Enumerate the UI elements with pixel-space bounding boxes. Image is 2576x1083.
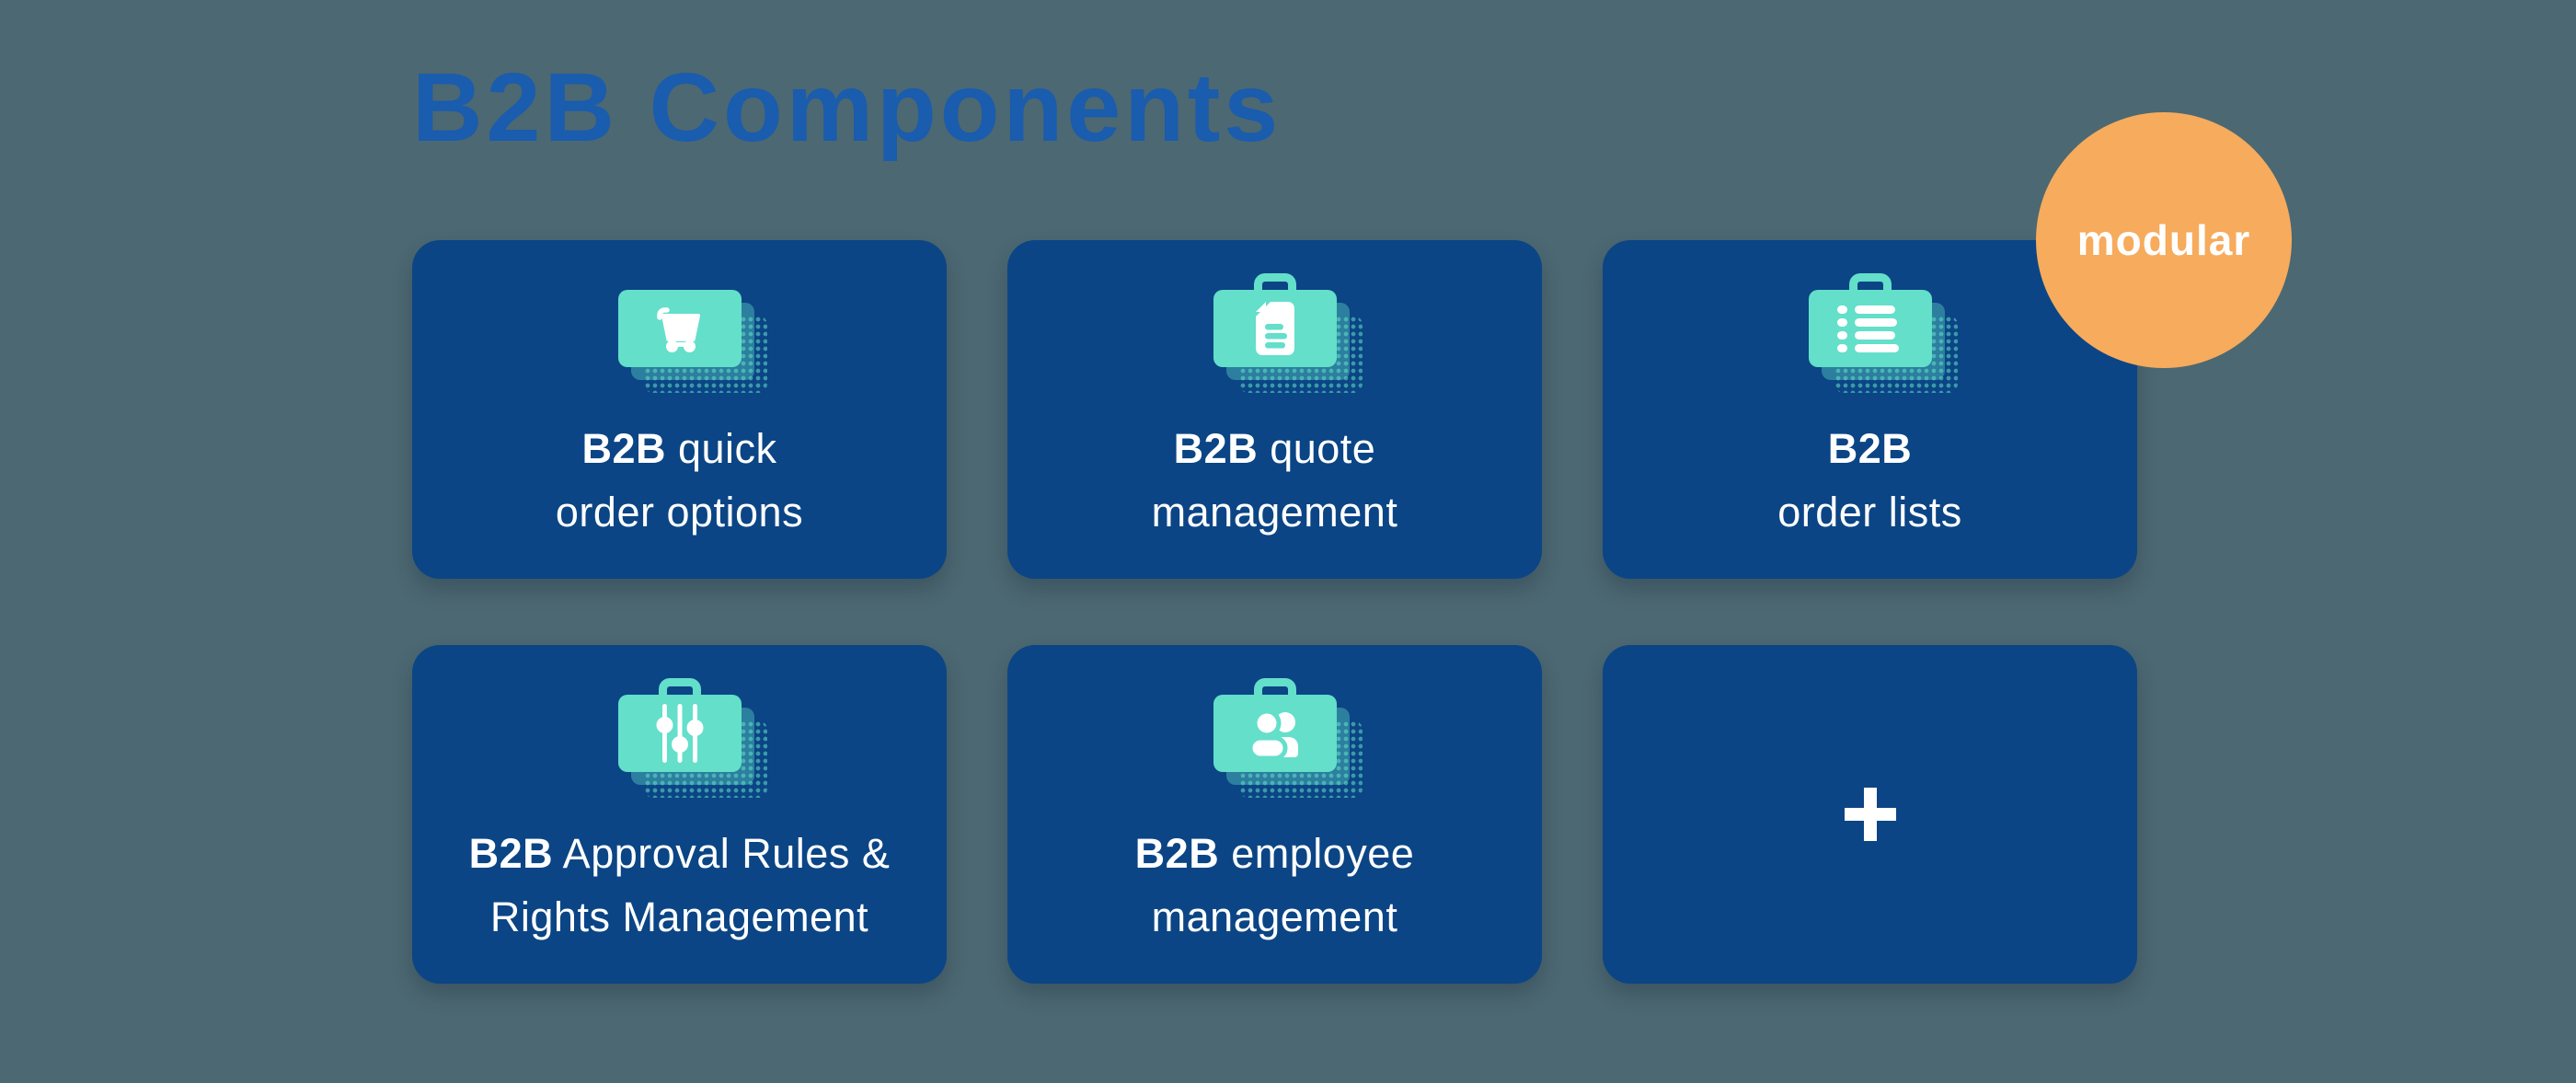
icon-plate bbox=[1808, 290, 1932, 367]
icon-plate bbox=[1213, 290, 1337, 367]
employees-icon bbox=[1248, 709, 1298, 760]
icon-badge bbox=[617, 678, 767, 798]
icon-badge bbox=[1213, 678, 1363, 798]
icon-plate bbox=[617, 290, 742, 367]
order-list-icon bbox=[1836, 305, 1899, 352]
icon-badge bbox=[1808, 273, 1958, 393]
page-title: B2B Components bbox=[412, 53, 1282, 162]
card-add-component bbox=[1603, 645, 2137, 984]
card-b2b-approval-rules-rights-management: B2B Approval Rules & Rights Management bbox=[412, 645, 947, 984]
card-label: B2B order lists bbox=[1777, 425, 1962, 536]
plus-icon bbox=[1844, 788, 1896, 841]
quote-document-icon bbox=[1255, 302, 1294, 355]
sliders-icon bbox=[656, 704, 703, 763]
card-label: B2B quote management bbox=[1151, 425, 1398, 536]
card-b2b-quick-order-options: B2B quick order options bbox=[412, 240, 947, 579]
icon-plate bbox=[1213, 695, 1337, 772]
components-grid: B2B quick order options bbox=[412, 240, 2137, 984]
modular-badge: modular bbox=[2036, 112, 2292, 368]
card-b2b-employee-management: B2B employee management bbox=[1007, 645, 1542, 984]
cart-icon bbox=[656, 307, 700, 352]
icon-badge bbox=[1213, 273, 1363, 393]
card-label: B2B employee management bbox=[1134, 830, 1415, 940]
card-label: B2B Approval Rules & Rights Management bbox=[468, 830, 891, 940]
icon-badge bbox=[617, 290, 767, 393]
modular-badge-label: modular bbox=[2076, 216, 2251, 264]
card-label: B2B quick order options bbox=[555, 425, 804, 536]
card-b2b-order-lists: B2B order lists bbox=[1603, 240, 2137, 579]
card-b2b-quote-management: B2B quote management bbox=[1007, 240, 1542, 579]
icon-plate bbox=[617, 695, 742, 772]
